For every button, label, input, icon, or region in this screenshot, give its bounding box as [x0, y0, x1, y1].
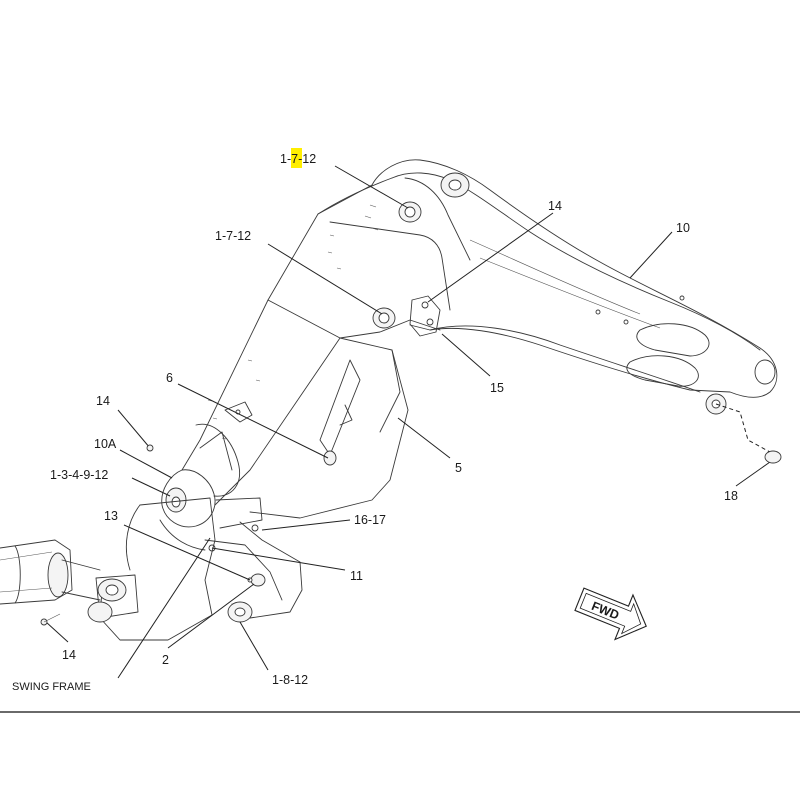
- boom-side-plates: [181, 177, 471, 506]
- callout-top-pin: 1-7-12: [280, 152, 316, 166]
- small-parts: [40, 444, 782, 626]
- callout-15: 15: [490, 381, 504, 395]
- callout-14-top: 14: [548, 199, 562, 213]
- callout-13: 13: [104, 509, 118, 523]
- boom-part-10: [371, 159, 778, 415]
- swing-frame-label: SWING FRAME: [12, 681, 91, 693]
- callout-labels: 1-7-12 1-7-12 14 10 15 6 14 10A 1-3-4-9-…: [12, 152, 738, 693]
- highlight-mark: [291, 148, 302, 168]
- callout-14-left: 14: [96, 394, 110, 408]
- callout-10: 10: [676, 221, 690, 235]
- callout-pin-mid: 1-7-12: [215, 229, 251, 243]
- callout-6: 6: [166, 371, 173, 385]
- grease-fitting-14-left: [146, 444, 154, 452]
- callout-5: 5: [455, 461, 462, 475]
- callout-14-bottom: 14: [62, 648, 76, 662]
- callout-foot-pin: 1-3-4-9-12: [50, 468, 108, 482]
- callout-base-pin: 1-8-12: [272, 673, 308, 687]
- pin-18: [764, 450, 782, 464]
- callout-11: 11: [350, 569, 363, 583]
- callout-10a: 10A: [94, 437, 117, 451]
- boom-foot: [161, 423, 303, 623]
- fwd-arrow-icon: FWD: [574, 587, 647, 641]
- callout-2: 2: [162, 653, 169, 667]
- boom-cylinder-part-5: [224, 337, 409, 519]
- callout-16-17: 16-17: [354, 513, 386, 527]
- leader-lines: [45, 165, 771, 679]
- swing-frame: [0, 497, 216, 641]
- callout-18: 18: [724, 489, 738, 503]
